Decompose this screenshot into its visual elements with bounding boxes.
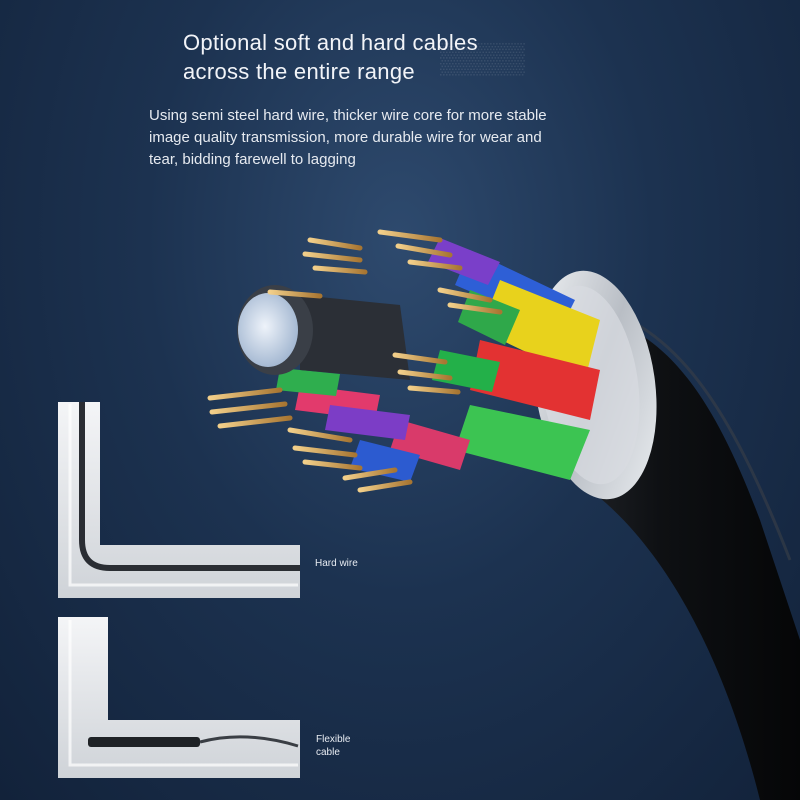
description-line-1: Using semi steel hard wire, thicker wire…	[149, 107, 547, 124]
hard-wire-label-text: Hard wire	[315, 558, 358, 569]
hard-wire-label: Hard wire	[315, 557, 358, 570]
description-line-2: image quality transmission, more durable…	[149, 129, 542, 146]
copper-strands	[207, 229, 503, 493]
flexible-cable-label-line-2: cable	[316, 747, 340, 758]
flexible-cable-label-line-1: Flexible	[316, 734, 351, 745]
center-core	[237, 285, 410, 380]
colored-wires	[276, 238, 600, 482]
hard-wire-panel	[58, 402, 300, 598]
headline-line-2: across the entire range	[183, 59, 415, 84]
flexible-cable-label: Flexible cable	[316, 733, 350, 759]
headline: Optional soft and hard cables across the…	[183, 28, 603, 86]
description: Using semi steel hard wire, thicker wire…	[149, 105, 669, 171]
watermark-shadow: ▒▒▒▒	[440, 42, 526, 75]
headline-line-1: Optional soft and hard cables	[183, 30, 478, 55]
description-line-3: tear, bidding farewell to lagging	[149, 151, 356, 168]
flexible-cable-panel	[58, 617, 300, 778]
